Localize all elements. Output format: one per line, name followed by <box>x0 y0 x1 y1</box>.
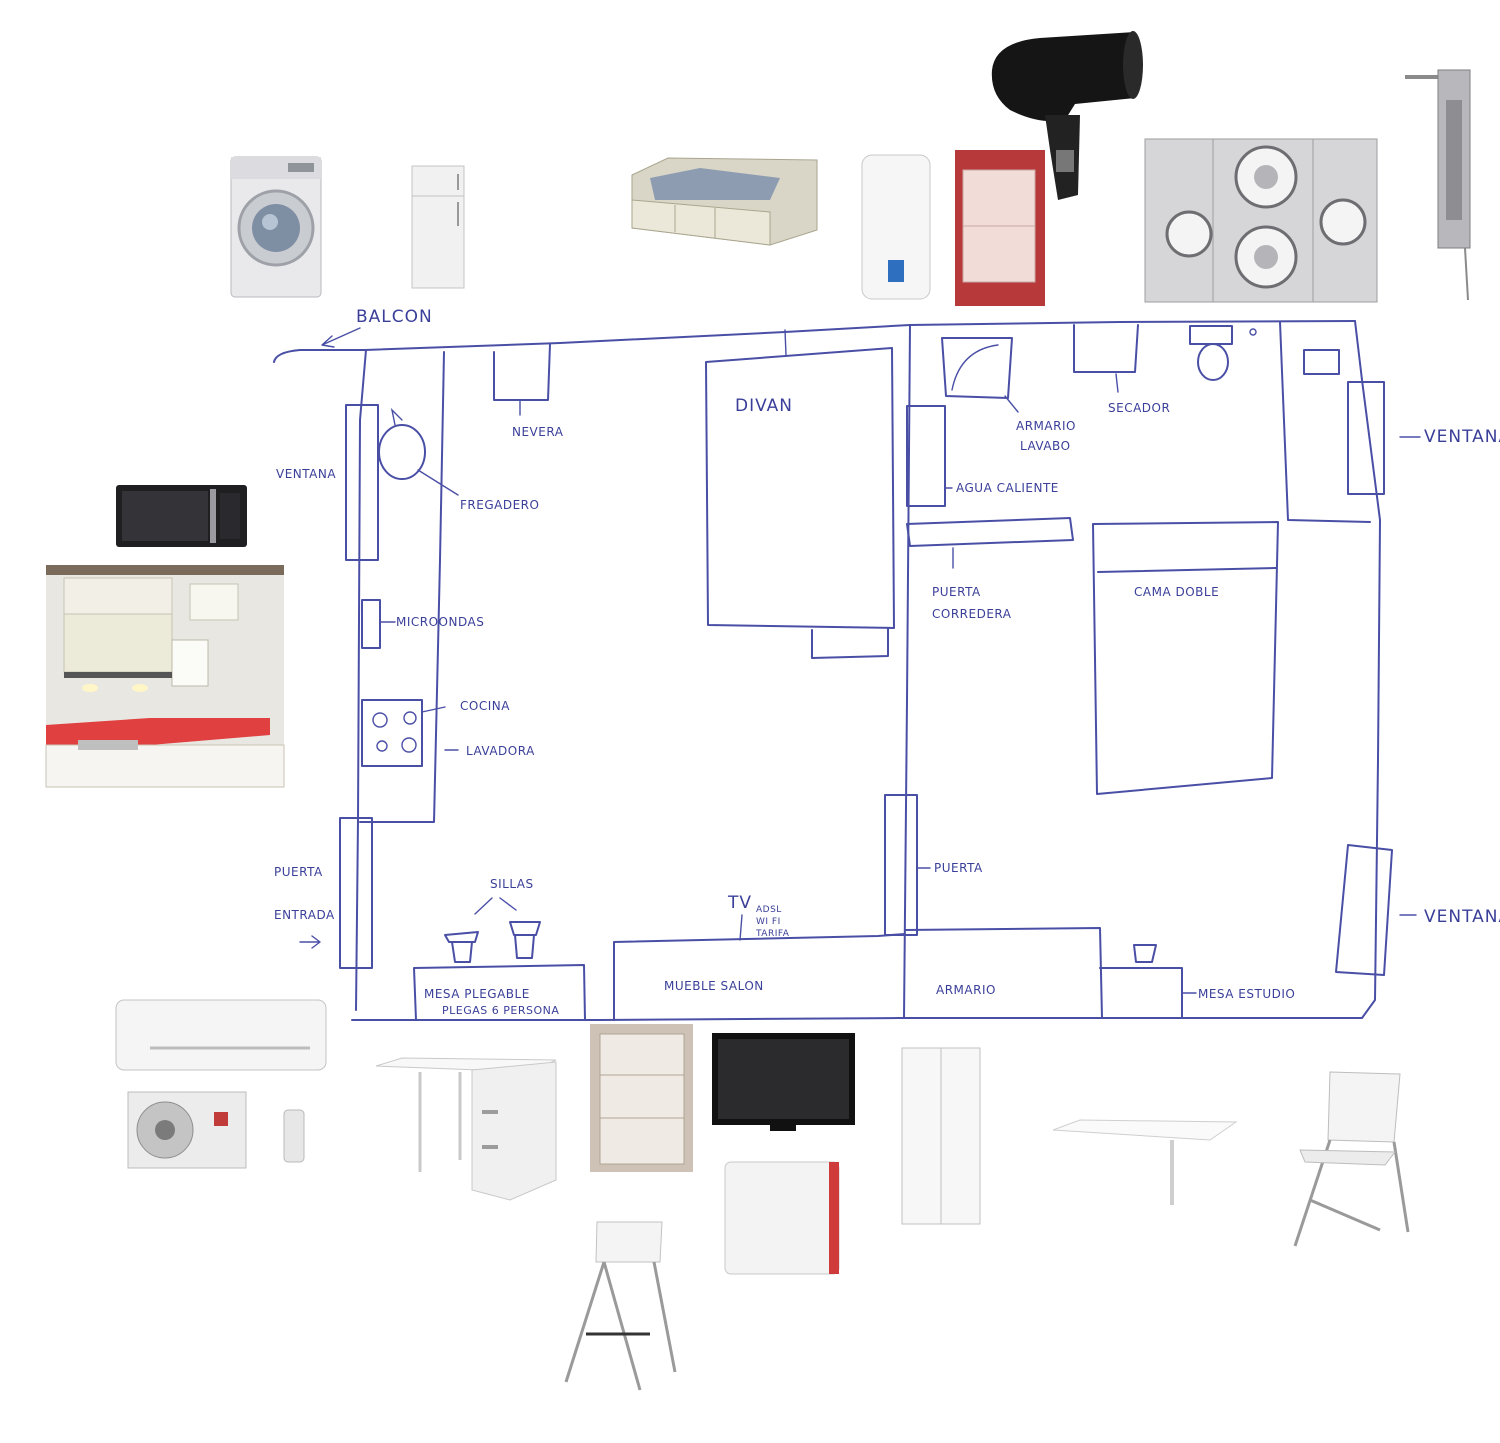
bar-stool-icon <box>564 1221 677 1391</box>
air-conditioner-icon <box>115 999 327 1169</box>
hair-dryer-icon <box>991 31 1143 200</box>
label-cama-doble: CAMA DOBLE <box>1134 585 1219 599</box>
label-mueble-salon: MUEBLE SALON <box>664 979 764 993</box>
label-puerta-corredera-1: PUERTA <box>932 585 981 599</box>
wifi-router-icon <box>724 1161 840 1275</box>
label-divan: DIVAN <box>735 396 793 416</box>
label-fregadero: FREGADERO <box>460 498 539 512</box>
label-mesa-plegable-2: PLEGAS 6 PERSONA <box>442 1004 559 1017</box>
label-sillas: SILLAS <box>490 877 534 891</box>
label-mesa-estudio: MESA ESTUDIO <box>1198 987 1295 1001</box>
wall-table-icon <box>1052 1119 1238 1205</box>
label-puerta: PUERTA <box>934 861 983 875</box>
label-microondas: MICROONDAS <box>396 615 484 629</box>
washing-machine-icon <box>230 156 322 298</box>
fridge-icon <box>411 165 465 289</box>
label-armario-lavabo-1: ARMARIO <box>1016 419 1076 433</box>
label-agua-caliente: AGUA CALIENTE <box>956 481 1059 495</box>
wardrobe-icon <box>901 1047 981 1225</box>
daybed-icon <box>631 157 818 246</box>
label-ventana-right-top: VENTANA <box>1424 427 1500 447</box>
tv-icon <box>712 1033 855 1131</box>
label-puerta-entrada-2: ENTRADA <box>274 908 335 922</box>
label-puerta-entrada-1: PUERTA <box>274 865 323 879</box>
kitchen-photo-icon <box>45 565 285 788</box>
gateleg-table-icon <box>375 1057 557 1201</box>
shower-panel-icon <box>1405 69 1471 301</box>
bathroom-cabinet-icon <box>955 150 1045 306</box>
label-balcon: BALCON <box>356 307 433 327</box>
label-adsl-3: TARIFA <box>755 929 790 939</box>
label-ventana-left: VENTANA <box>276 467 336 481</box>
label-puerta-corredera-2: CORREDERA <box>932 607 1012 621</box>
label-lavadora: LAVADORA <box>466 744 535 758</box>
label-tv: TV <box>727 893 752 913</box>
shelving-icon <box>590 1024 693 1172</box>
label-ventana-right-bottom: VENTANA <box>1424 907 1500 927</box>
label-mesa-plegable-1: MESA PLEGABLE <box>424 987 530 1001</box>
folding-chair-icon <box>1293 1071 1410 1247</box>
label-armario: ARMARIO <box>936 983 996 997</box>
label-cocina: COCINA <box>460 699 510 713</box>
label-adsl-1: ADSL <box>756 905 782 915</box>
label-armario-lavabo-2: LAVABO <box>1020 439 1071 453</box>
label-adsl-2: WI FI <box>756 917 781 927</box>
microwave-icon <box>116 485 247 547</box>
water-heater-icon <box>861 154 931 300</box>
shower-controls-icon <box>1144 138 1378 303</box>
label-secador: SECADOR <box>1108 401 1170 415</box>
label-nevera: NEVERA <box>512 425 564 439</box>
floor-plan-walls <box>273 320 1421 1021</box>
